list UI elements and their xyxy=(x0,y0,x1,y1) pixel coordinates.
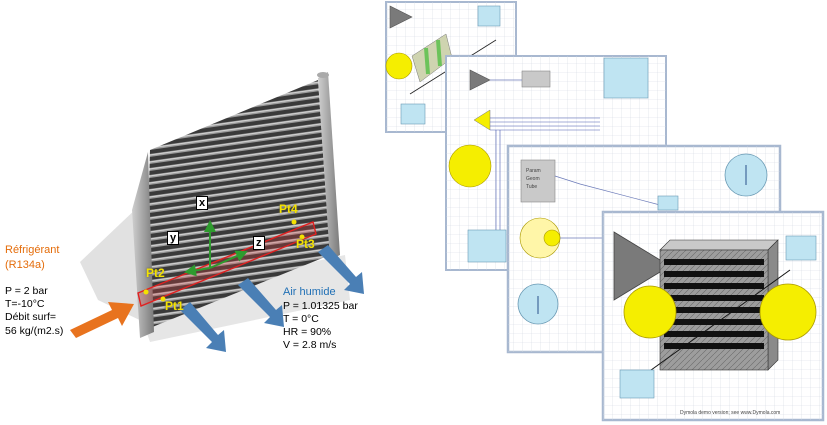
page4-volume-right xyxy=(759,283,817,341)
point-3-label: Pt3 xyxy=(296,237,315,251)
air-humidity: HR = 90% xyxy=(283,326,332,338)
air-temperature: T = 0°C xyxy=(283,313,319,325)
page2-plot-2 xyxy=(467,229,507,263)
refrigerant-pressure: P = 2 bar xyxy=(5,285,48,297)
air-arrow-1 xyxy=(180,302,226,352)
page4-volume-left xyxy=(623,285,677,339)
header-tube-right xyxy=(318,72,340,260)
exchanger-shadow-left xyxy=(80,205,150,325)
param-box-line-2: Geom xyxy=(526,176,540,182)
page1-plot xyxy=(477,5,501,27)
page3-small-volume xyxy=(543,229,561,247)
axis-z-label: z xyxy=(253,236,265,251)
air-arrows xyxy=(180,245,364,352)
axis-x-label: x xyxy=(196,196,209,211)
page4-plot-2 xyxy=(619,369,655,399)
refrigerant-arrow xyxy=(70,302,134,338)
model-page-4 xyxy=(601,210,825,422)
point-2-label: Pt2 xyxy=(146,266,165,280)
param-box-line-1: Param xyxy=(526,168,541,174)
point-2-marker xyxy=(143,289,149,295)
page4-triangle xyxy=(613,231,671,301)
air-pressure: P = 1.01325 bar xyxy=(283,300,358,312)
axes xyxy=(184,220,248,277)
air-velocity: V = 2.8 m/s xyxy=(283,339,337,351)
refrigerant-subtitle: (R134a) xyxy=(5,259,45,271)
page2-volume xyxy=(448,144,492,188)
point-1-label: Pt1 xyxy=(165,299,184,313)
point-3-marker xyxy=(299,234,305,240)
page2-valve xyxy=(473,109,491,131)
air-arrow-3 xyxy=(318,245,364,294)
air-title: Air humide xyxy=(283,286,336,298)
refrigerant-title: Réfrigérant xyxy=(5,244,60,256)
page1-volume xyxy=(385,52,413,80)
point-1-marker xyxy=(160,296,166,302)
dymola-footer: Dymola demo version; see www.Dymola.com xyxy=(680,410,781,416)
page2-plot xyxy=(603,57,649,99)
point-4-marker xyxy=(291,219,297,225)
param-box-line-3: Tube xyxy=(526,184,538,190)
refrigerant-temperature: T=-10°C xyxy=(5,298,45,310)
refrigerant-flow-value: 56 kg/(m2.s) xyxy=(5,325,64,337)
refrigerant-flow-label: Débit surf= xyxy=(5,311,57,323)
air-arrow-2 xyxy=(238,278,284,327)
page2-box xyxy=(521,70,551,88)
exchanger-shadow xyxy=(135,255,350,342)
point-4-label: Pt4 xyxy=(279,202,298,216)
param-geom-tube-box xyxy=(520,159,556,203)
header-tube-left xyxy=(132,152,154,338)
page1-plot-2 xyxy=(400,103,426,125)
page1-triangle xyxy=(389,5,413,29)
page4-plot xyxy=(785,235,817,261)
header-tube-cap xyxy=(317,72,329,78)
axis-y-label: y xyxy=(167,231,180,246)
page4-exchanger-top xyxy=(659,239,779,251)
page2-triangle xyxy=(469,69,491,91)
page3-plot xyxy=(657,195,679,211)
